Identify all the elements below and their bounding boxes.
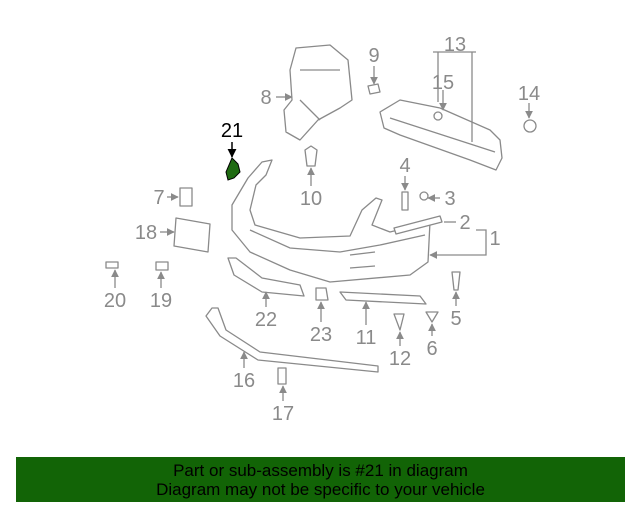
callout-3[interactable]: 3 [444, 188, 455, 210]
callout-4[interactable]: 4 [399, 155, 410, 177]
callout-1[interactable]: 1 [489, 228, 500, 250]
callout-22[interactable]: 22 [255, 309, 277, 331]
part-13-impact-bar[interactable] [379, 99, 503, 171]
leader-lines [111, 51, 533, 401]
part-info-banner: Part or sub-assembly is #21 in diagram D… [16, 457, 625, 502]
callout-19[interactable]: 19 [150, 290, 172, 312]
part-22-grille[interactable] [227, 257, 305, 297]
callout-5[interactable]: 5 [450, 308, 461, 330]
banner-line-2: Diagram may not be specific to your vehi… [156, 480, 485, 499]
part-2[interactable] [393, 215, 443, 235]
part-8-deflector[interactable] [283, 44, 353, 141]
fasteners [105, 83, 537, 385]
callout-15[interactable]: 15 [432, 72, 454, 94]
callout-12[interactable]: 12 [389, 348, 411, 370]
banner-line-1: Part or sub-assembly is #21 in diagram [173, 461, 468, 480]
callout-18[interactable]: 18 [135, 222, 157, 244]
callout-14[interactable]: 14 [518, 83, 540, 105]
part-11[interactable] [339, 291, 427, 305]
part-21-highlighted[interactable] [225, 157, 241, 181]
callout-20[interactable]: 20 [104, 290, 126, 312]
callout-10[interactable]: 10 [300, 188, 322, 210]
callout-8[interactable]: 8 [260, 87, 271, 109]
callout-2[interactable]: 2 [459, 212, 470, 234]
callout-13[interactable]: 13 [444, 34, 466, 56]
part-7[interactable] [179, 187, 193, 207]
callout-17[interactable]: 17 [272, 403, 294, 425]
part-18-license-bracket[interactable] [173, 217, 211, 253]
callout-23[interactable]: 23 [310, 324, 332, 346]
callout-6[interactable]: 6 [426, 338, 437, 360]
callout-11[interactable]: 11 [356, 327, 377, 349]
callout-7[interactable]: 7 [153, 187, 164, 209]
part-1-bumper-cover[interactable] [231, 159, 431, 283]
callout-16[interactable]: 16 [233, 370, 255, 392]
callout-9[interactable]: 9 [368, 45, 379, 67]
part-16-deflector[interactable] [205, 307, 379, 373]
part-23[interactable] [315, 287, 329, 301]
callout-21[interactable]: 21 [221, 120, 243, 142]
